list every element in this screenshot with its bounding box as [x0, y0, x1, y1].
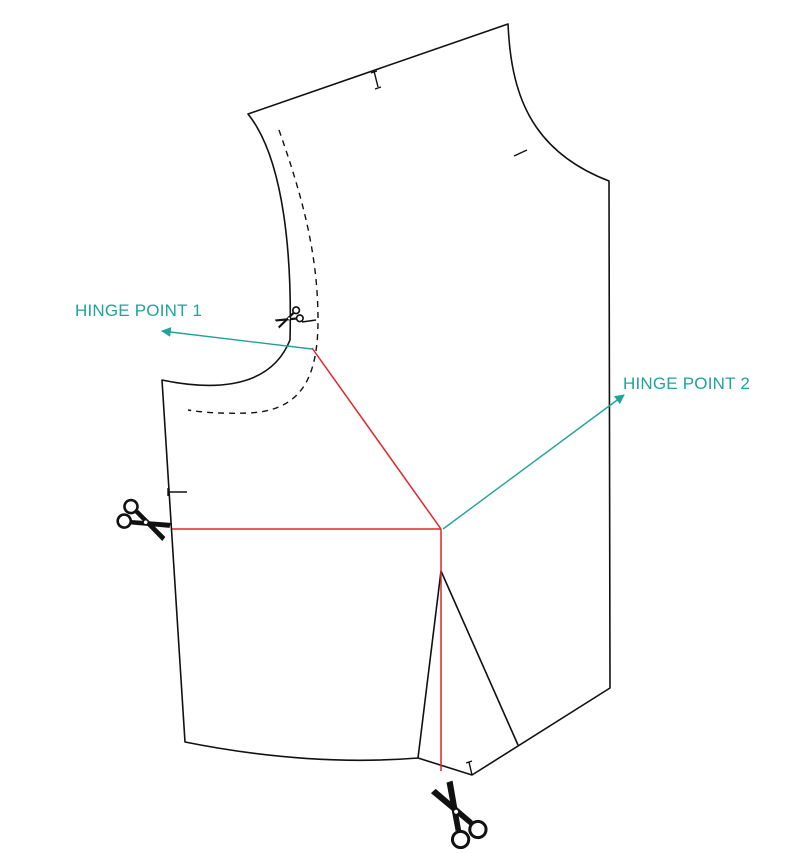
scissors-icon: [274, 306, 304, 329]
notch-mark-icon: [370, 70, 382, 90]
hinge-point-1-label: HINGE POINT 1: [75, 301, 202, 320]
waist-dart: [417, 570, 519, 759]
slash-line-armhole: [311, 347, 442, 530]
scissors-icon: [430, 780, 488, 850]
notch-mark-icon: [465, 760, 473, 776]
slash-lines: [172, 347, 442, 771]
hinge-point-2-label: HINGE POINT 2: [623, 374, 750, 393]
hinge-point-1-arrow: [161, 327, 313, 350]
notch-mark-icon: [301, 319, 317, 323]
bodice-pattern-outline: [161, 23, 611, 776]
notch-mark-icon: [513, 149, 528, 157]
hinge-point-2-arrow: [442, 394, 625, 530]
armhole-seam-line: [187, 129, 319, 414]
notch-mark-icon: [167, 488, 187, 496]
scissors-icon: [116, 498, 171, 542]
